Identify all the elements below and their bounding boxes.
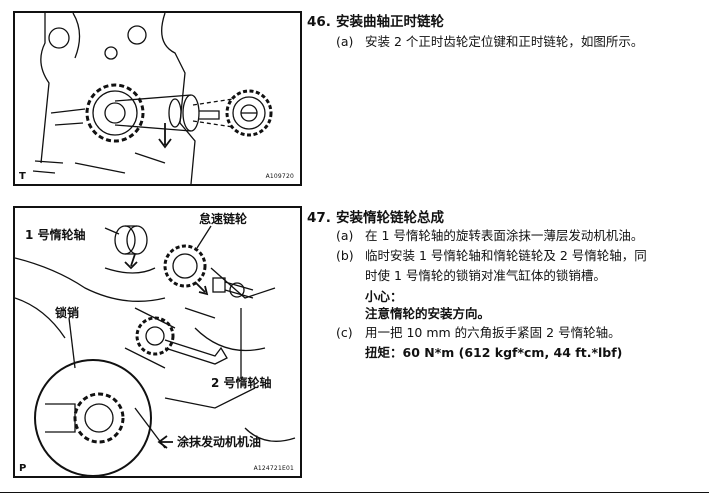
callout-idler-shaft-2: 2 号惰轮轴 xyxy=(211,376,272,390)
caution-text: 注意惰轮的安装方向。 xyxy=(365,306,491,321)
caution-label: 小心： xyxy=(365,289,403,304)
step-title: 安装曲轴正时链轮 xyxy=(336,14,444,30)
idler-sprocket-illustration xyxy=(15,225,296,476)
item-text: 临时安装 1 号惰轮轴和惰轮链轮及 2 号惰轮轴，同 xyxy=(365,248,647,263)
step-heading: 47. 安装惰轮链轮总成 xyxy=(307,206,444,226)
item-marker: (a) xyxy=(336,228,354,243)
item-marker: (c) xyxy=(336,325,353,340)
step-47: 47. 安装惰轮链轮总成 xyxy=(307,206,444,226)
item-text: 用一把 10 mm 的六角扳手紧固 2 号惰轮轴。 xyxy=(365,325,621,340)
step-number: 47. xyxy=(307,210,331,226)
figure-code: A109720 xyxy=(265,173,294,180)
step-46-item-a: (a) 安装 2 个正时齿轮定位键和正时链轮，如图所示。 xyxy=(336,31,643,50)
callout-apply-oil: 涂抹发动机机油 xyxy=(177,435,262,449)
step-title: 安装惰轮链轮总成 xyxy=(336,210,444,226)
figure-idler-sprocket: 1 号惰轮轴 怠速链轮 锁销 2 号惰轮轴 涂抹发动机机油 P A124721E… xyxy=(13,206,302,478)
step-47-item-b-continuation: 时使 1 号惰轮的锁销对准气缸体的锁销槽。 xyxy=(365,268,606,283)
item-marker: (b) xyxy=(336,248,354,263)
step-46: 46. 安装曲轴正时链轮 xyxy=(307,10,444,30)
figure-corner-letter: P xyxy=(19,463,27,474)
step-number: 46. xyxy=(307,14,331,30)
callout-lock-pin: 锁销 xyxy=(55,306,80,320)
step-47-item-c: (c) 用一把 10 mm 的六角扳手紧固 2 号惰轮轴。 xyxy=(336,322,621,341)
figure-crankshaft-sprocket: T A109720 xyxy=(13,11,302,186)
item-text: 安装 2 个正时齿轮定位键和正时链轮，如图所示。 xyxy=(365,34,644,49)
item-marker: (a) xyxy=(336,34,354,49)
item-text: 在 1 号惰轮轴的旋转表面涂抹一薄层发动机机油。 xyxy=(365,228,644,243)
callout-idler-sprocket: 怠速链轮 xyxy=(199,212,248,226)
figure-code: A124721E01 xyxy=(253,465,294,472)
crankshaft-sprocket-illustration xyxy=(32,13,273,184)
step-47-item-b: (b) 临时安装 1 号惰轮轴和惰轮链轮及 2 号惰轮轴，同 xyxy=(336,245,647,264)
torque-spec: 扭矩：60 N*m (612 kgf*cm, 44 ft.*lbf) xyxy=(365,345,623,360)
bottom-rule xyxy=(0,492,709,493)
step-47-item-a: (a) 在 1 号惰轮轴的旋转表面涂抹一薄层发动机机油。 xyxy=(336,225,643,244)
figure-corner-letter: T xyxy=(19,171,26,182)
step-heading: 46. 安装曲轴正时链轮 xyxy=(307,10,444,30)
callout-idler-shaft-1: 1 号惰轮轴 xyxy=(25,228,86,242)
